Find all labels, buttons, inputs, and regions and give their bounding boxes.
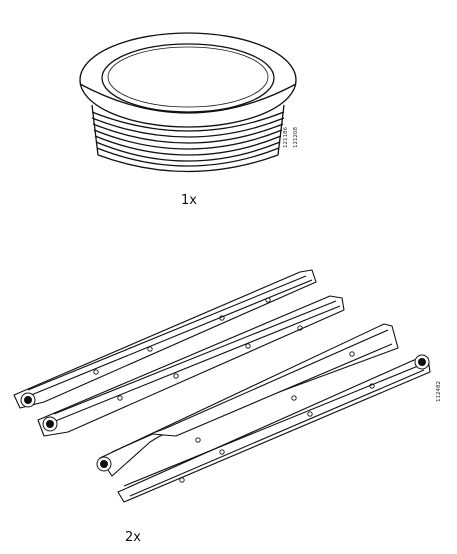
part-code-label: 112482 — [436, 381, 442, 402]
quantity-label: 2x — [125, 530, 141, 545]
grommet-icon — [79, 32, 297, 173]
quantity-label: 1x — [181, 193, 197, 208]
